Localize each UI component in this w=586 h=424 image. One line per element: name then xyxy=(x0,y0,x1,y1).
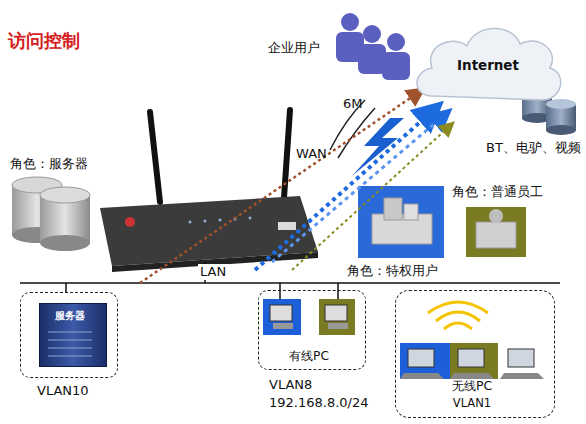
label-text: 角色：普通员工 xyxy=(452,184,543,200)
node-text: VLAN1 xyxy=(396,397,548,411)
traffic-arrow xyxy=(140,90,422,283)
network-node: 无线PC VLAN1 xyxy=(395,290,555,418)
node-text: VLAN8 xyxy=(269,377,312,393)
router xyxy=(100,110,318,272)
node-text: 有线PC xyxy=(259,349,359,364)
network-node: Internet xyxy=(412,16,572,118)
node-text: Internet xyxy=(412,58,564,74)
label-text: 6M xyxy=(343,96,363,112)
node-text: 服务器 xyxy=(40,310,100,322)
node-text: 无线PC xyxy=(396,379,548,394)
label-text: 角色：特权用户 xyxy=(345,263,440,279)
lan-bus xyxy=(20,262,560,300)
label-text: 角色：服务器 xyxy=(10,156,88,172)
network-node: 有线PCVLAN8192.168.8.0/24 xyxy=(258,290,366,370)
node-text: VLAN10 xyxy=(37,383,89,399)
disk-stack-icon xyxy=(12,177,90,251)
label-text: BT、电驴、视频 xyxy=(486,140,581,156)
network-node: VLAN10服务器 xyxy=(20,292,118,378)
title: 访问控制 xyxy=(8,30,80,52)
traffic-arrow xyxy=(292,124,452,270)
network-node: 服务器 xyxy=(39,303,107,367)
label-text: LAN xyxy=(198,264,228,280)
label-text: 企业用户 xyxy=(268,40,320,56)
staff-icon xyxy=(466,207,526,257)
label-text: WAN xyxy=(296,146,327,162)
traffic-arrow xyxy=(255,106,438,270)
node-text: 192.168.8.0/24 xyxy=(269,395,369,411)
users-icon xyxy=(336,13,410,80)
traffic-arrow xyxy=(272,112,448,262)
privileged-user-icon xyxy=(358,186,444,258)
wan-link xyxy=(330,100,404,176)
